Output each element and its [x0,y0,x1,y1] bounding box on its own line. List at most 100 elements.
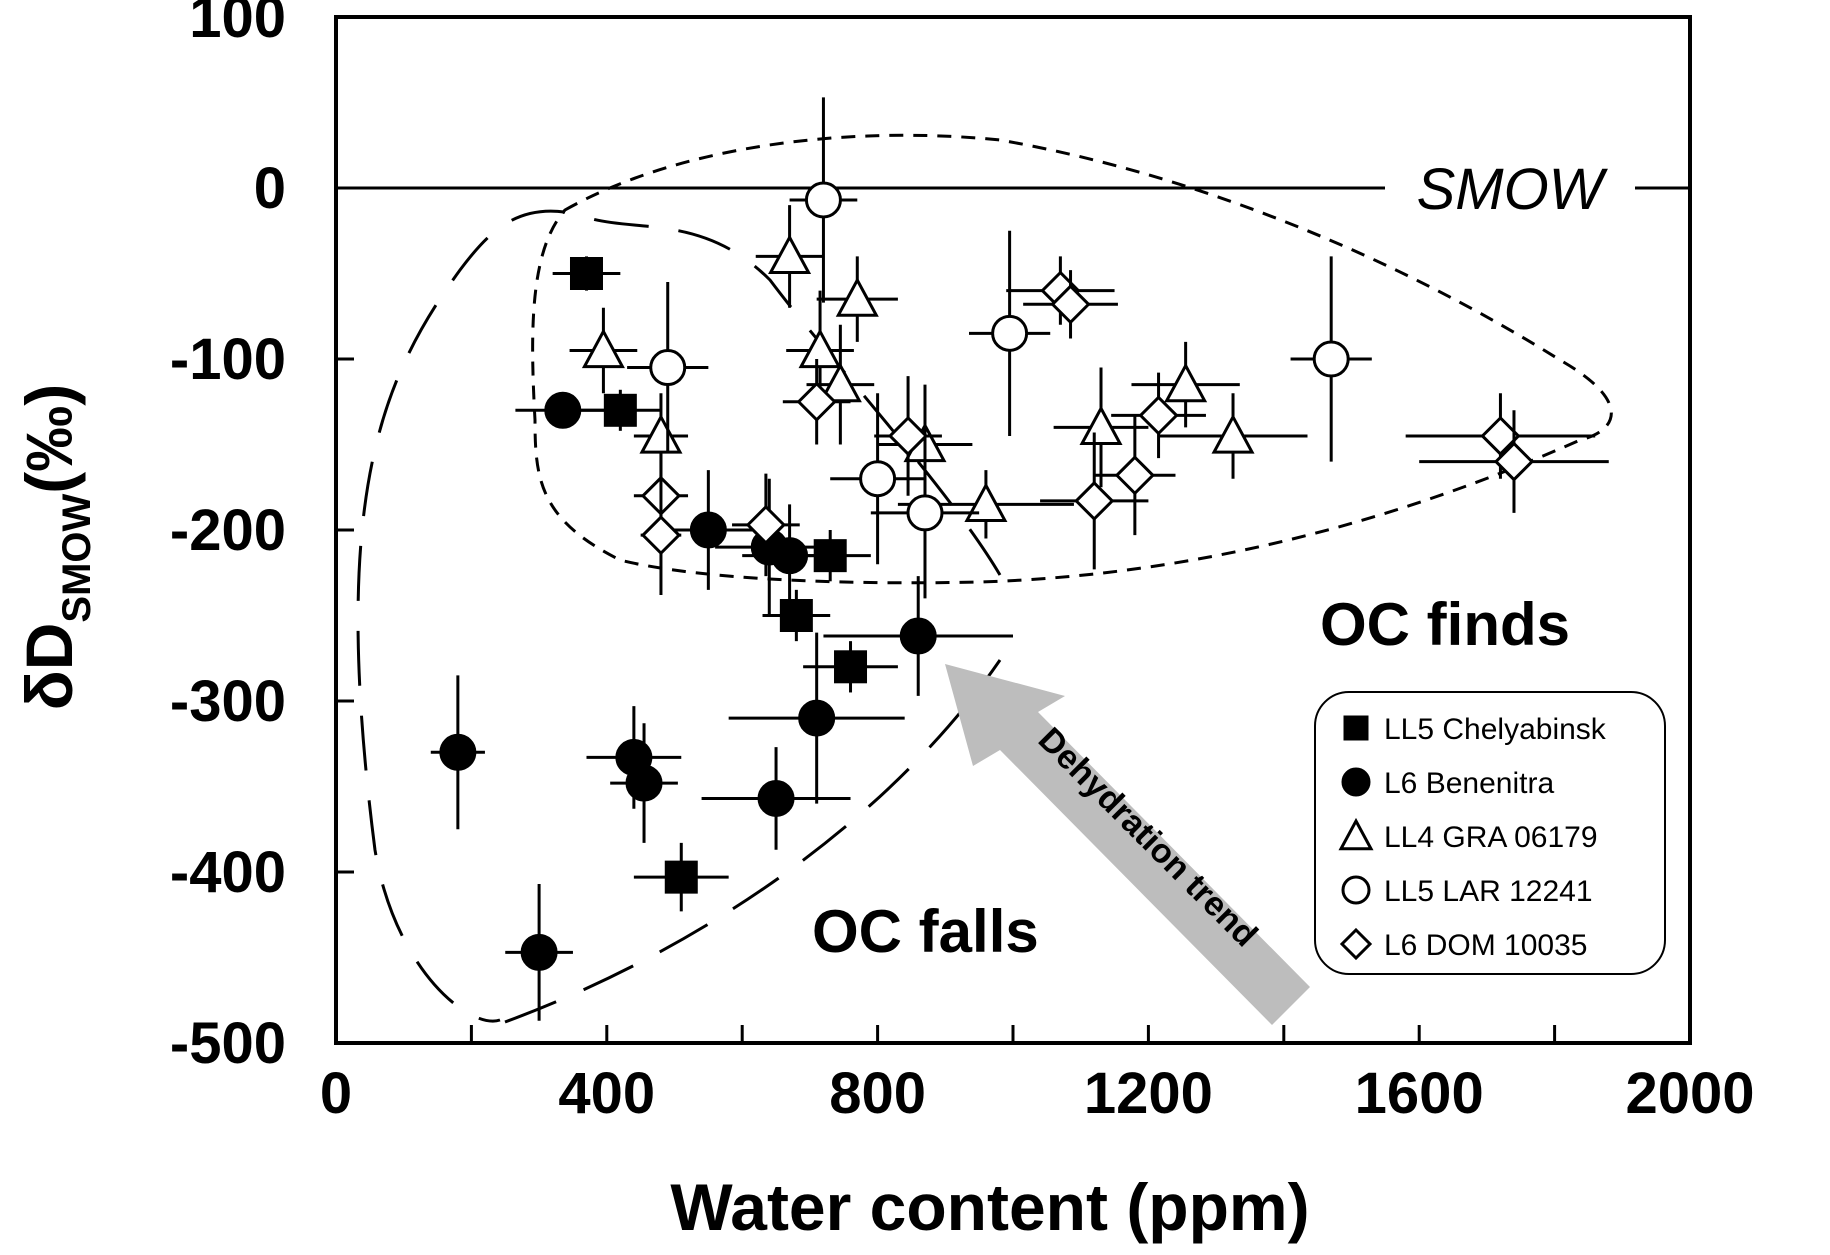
data-point [728,632,905,804]
marker-circle [804,181,842,219]
data-point [1094,415,1176,536]
data-point [1131,341,1240,428]
marker-triangle [768,234,812,275]
data-point [1111,372,1206,459]
marker-circle [544,391,582,429]
data-point [1158,393,1308,479]
marker-square [779,599,813,632]
legend-label: LL5 Chelyabinsk [1384,713,1607,746]
data-point [569,307,638,394]
smow-label: SMOW [1417,157,1609,222]
data-point [742,504,837,607]
data-point [610,723,678,843]
data-points [430,97,1609,1021]
marker-triangle [835,276,879,317]
marker-diamond [1480,415,1521,457]
marker-diamond [1114,455,1155,496]
y-tick-label: 0 [254,156,286,221]
oc-falls-label: OC falls [812,898,1039,965]
y-axis-title-sub: SMOW [55,493,99,622]
x-tick-label: 2000 [1625,1061,1754,1126]
y-tick-label: 100 [189,0,286,50]
marker-circle [899,617,937,655]
data-point [633,842,729,912]
data-point [552,256,621,291]
y-tick-label: -300 [170,669,286,734]
data-point [789,97,858,303]
marker-triangle [639,413,683,454]
marker-triangle [798,328,842,369]
marker-circle [991,314,1029,352]
y-tick-label: -100 [170,327,286,392]
data-point [640,475,682,595]
data-point [968,230,1051,436]
legend-item-ll4-gra-06179: LL4 GRA 06179 [1338,817,1598,854]
x-tick-label: 1600 [1355,1061,1484,1126]
data-point [823,576,1013,696]
marker-triangle [1079,405,1123,446]
data-point [515,391,611,429]
x-tick-label: 400 [558,1061,655,1126]
marker-circle [649,349,687,387]
legend-marker-circle [1341,875,1371,905]
data-point [755,205,824,308]
marker-circle [439,733,477,771]
x-axis-title: Water content (ppm) [670,1170,1309,1244]
data-point [1419,410,1609,513]
legend-marker-diamond [1339,927,1373,961]
series-l6-dom-10035 [633,256,1609,595]
dehydration-arrow: Dehydration trend [945,664,1310,1025]
marker-diamond [640,515,682,556]
data-point [803,641,898,693]
data-point [430,675,485,830]
y-axis-title-unit: (‰) [12,384,86,494]
marker-diamond [1493,441,1535,482]
marker-circle [625,764,663,802]
marker-diamond [1050,284,1091,325]
data-point [1006,256,1115,325]
series-l6-benenitra [430,391,1013,1021]
legend-item-ll5-chelyabinsk: LL5 Chelyabinsk [1343,713,1607,746]
legend-item-l6-dom-10035: L6 DOM 10035 [1339,927,1587,962]
marker-diamond [1074,480,1115,522]
legend-marker-triangle [1338,817,1374,851]
oc-finds-label: OC finds [1320,591,1570,658]
data-point [627,282,709,454]
y-tick-label: -400 [170,840,286,905]
data-point [1040,432,1149,570]
data-point [505,883,573,1021]
x-tick-label: 1200 [1084,1061,1213,1126]
marker-circle [520,933,558,971]
legend-item-ll5-lar-12241: LL5 LAR 12241 [1341,875,1593,908]
y-axis-title-main: δD [12,623,86,711]
marker-triangle [1164,362,1208,403]
legend-label: L6 DOM 10035 [1384,929,1587,962]
dehydration-arrow-shape [945,664,1310,1025]
marker-circle [859,460,897,498]
marker-triangle [581,328,625,369]
marker-square [664,860,698,894]
series-ll5-lar-12241 [627,97,1372,599]
legend-marker-square [1343,715,1369,741]
dehydration-trend-label: Dehydration trend [1031,720,1265,954]
legend-label: LL4 GRA 06179 [1384,821,1598,854]
legend-box [1314,691,1666,975]
data-point [732,473,800,577]
marker-diamond [745,504,787,545]
marker-diamond [887,415,929,457]
data-point [874,376,942,496]
marker-square [569,257,603,290]
marker-circle [906,494,944,532]
data-point [715,478,824,616]
marker-circle [757,779,795,817]
data-point [786,290,854,411]
marker-diamond [1138,395,1179,436]
y-axis-title: δDSMOW(‰) [12,384,99,711]
marker-square [834,650,868,684]
marker-circle [798,699,836,737]
marker-circle [1312,340,1350,378]
marker-diamond [796,381,837,422]
legend-label: L6 Benenitra [1384,767,1554,800]
